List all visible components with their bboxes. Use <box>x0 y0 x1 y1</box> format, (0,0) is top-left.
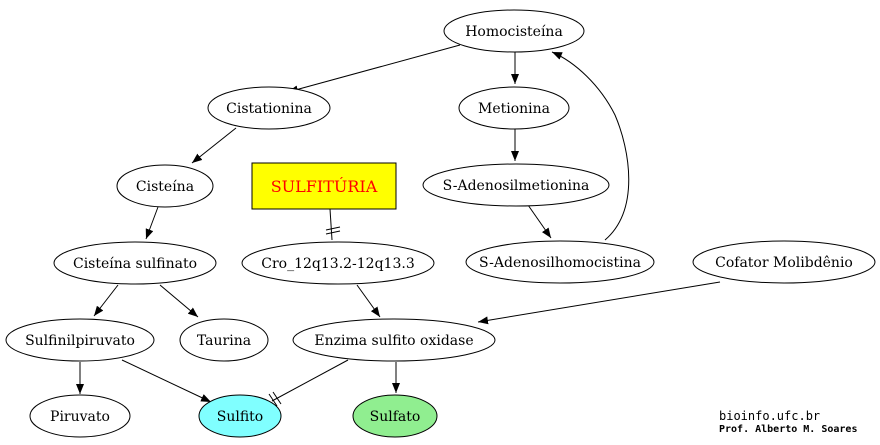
node-sulfito: Sulfito <box>198 394 282 438</box>
node-label: Cofator Molibdênio <box>715 255 853 271</box>
credit-site: bioinfo.ufc.br <box>719 409 821 423</box>
node-metionina: Metionina <box>458 86 570 130</box>
node-piruvato: Piruvato <box>29 394 131 438</box>
node-label: Sulfinilpiruvato <box>25 333 135 349</box>
inhibition-mark-cro <box>325 226 341 235</box>
edge-cro-enzima <box>356 284 381 318</box>
sulfato-ellipse <box>352 394 438 438</box>
edge-cofator-enzima <box>477 281 721 325</box>
node-taurina: Taurina <box>179 318 269 362</box>
sulfituria-box <box>251 162 397 210</box>
node-label: Piruvato <box>50 409 110 425</box>
node-label: Metionina <box>478 101 550 117</box>
edge-sulfituria-cro <box>329 208 333 241</box>
edge-cisteina-cisteina-sulfinato <box>145 206 159 240</box>
node-cofator-molibdenio: Cofator Molibdênio <box>692 240 876 284</box>
node-label: Sulfito <box>217 409 263 425</box>
inhibition-mark-sulfito <box>268 391 282 407</box>
node-label: Taurina <box>197 333 251 349</box>
node-enzima-sulfito-oxidase: Enzima sulfito oxidase <box>292 318 496 362</box>
sulfito-ellipse <box>198 394 282 438</box>
node-label: S-Adenosilmetionina <box>443 178 590 194</box>
node-cro: Cro_12q13.2-12q13.3 <box>241 241 435 285</box>
edge-cisteina-sulfinato-taurina <box>159 284 199 318</box>
edge-homocisteina-cistationina <box>287 44 461 94</box>
node-label: Cro_12q13.2-12q13.3 <box>261 256 414 272</box>
node-label: Homocisteína <box>465 24 563 40</box>
node-label: Cisteína <box>136 179 194 195</box>
node-cisteina: Cisteína <box>116 164 214 208</box>
edge-enzima-sulfito <box>271 359 349 402</box>
node-sulfato: Sulfato <box>352 394 438 438</box>
node-cistationina: Cistationina <box>207 86 331 130</box>
node-s-adenosilmetionina: S-Adenosilmetionina <box>422 163 610 207</box>
edge-s-adenosilmetionina-s-adenosilhomocistina <box>527 204 552 239</box>
node-sulfinilpiruvato: Sulfinilpiruvato <box>5 318 155 362</box>
node-label: Cisteína sulfinato <box>73 256 197 272</box>
node-label: Sulfato <box>370 409 421 425</box>
node-label: SULFITÚRIA <box>271 176 378 196</box>
node-s-adenosilhomocistina: S-Adenosilhomocistina <box>465 240 655 284</box>
edges <box>76 44 721 407</box>
node-cisteina-sulfinato: Cisteína sulfinato <box>53 241 217 285</box>
edge-sulfinilpiruvato-sulfito <box>121 359 212 403</box>
edge-cistationina-cisteina <box>191 127 237 164</box>
node-label: S-Adenosilhomocistina <box>479 255 641 271</box>
node-homocisteina: Homocisteína <box>443 9 585 53</box>
node-label: Enzima sulfito oxidase <box>314 333 473 349</box>
node-label: Cistationina <box>226 101 312 117</box>
edge-cisteina-sulfinato-sulfinilpiruvato <box>93 284 119 317</box>
credit-author: Prof. Alberto M. Soares <box>719 424 858 435</box>
node-sulfituria: SULFITÚRIA <box>251 162 397 210</box>
edge-s-adenosilhomocistina-homocisteina <box>551 51 630 241</box>
